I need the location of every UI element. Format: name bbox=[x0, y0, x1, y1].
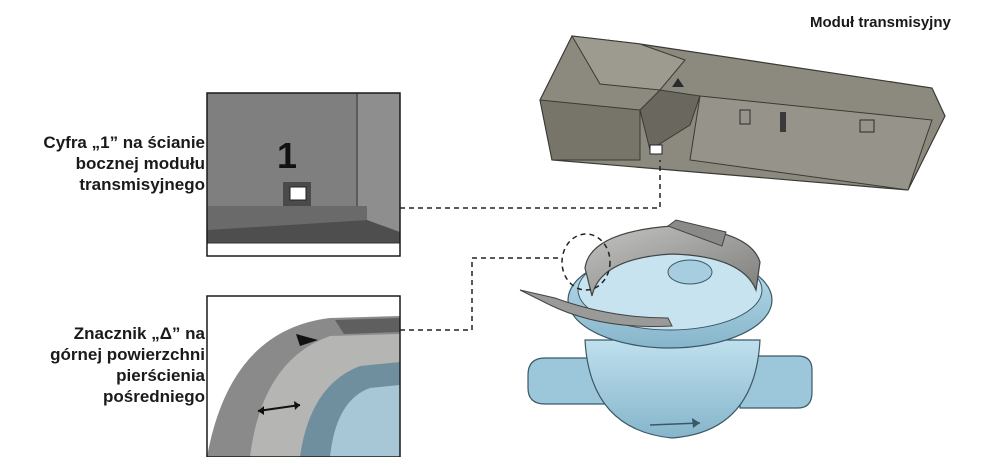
module-title: Moduł transmisyjny bbox=[810, 14, 951, 31]
marker-callout-line-4: pośredniego bbox=[102, 387, 205, 406]
digit-callout-line-3: transmisyjnego bbox=[79, 175, 205, 194]
digit-callout-label: Cyfra „1” na ścianie bocznej modułu tran… bbox=[0, 132, 205, 195]
leader-lines bbox=[400, 160, 661, 331]
triangle-marker-icon bbox=[296, 334, 318, 346]
digit-one: 1 bbox=[277, 135, 297, 176]
water-meter-illustration bbox=[519, 219, 813, 439]
digit-callout-line-1: Cyfra „1” na ścianie bbox=[43, 133, 205, 152]
marker-callout-line-2: górnej powierzchni bbox=[50, 345, 205, 364]
transmission-module-illustration bbox=[539, 35, 946, 191]
module-leader-line bbox=[400, 160, 661, 209]
marker-detail-frame bbox=[206, 295, 401, 457]
ring-leader-line bbox=[400, 257, 562, 331]
digit-detail-frame bbox=[206, 92, 401, 257]
digit-detail-panel: 1 bbox=[207, 93, 400, 256]
digit-callout-line-2: bocznej modułu bbox=[75, 154, 205, 173]
ring-highlight-circle bbox=[561, 233, 611, 291]
marker-callout-line-3: pierścienia bbox=[116, 366, 205, 385]
marker-detail-panel bbox=[207, 296, 400, 457]
marker-callout-label: Znacznik „Δ” na górnej powierzchni pierś… bbox=[0, 323, 205, 407]
marker-callout-line-1: Znacznik „Δ” na bbox=[73, 324, 205, 343]
